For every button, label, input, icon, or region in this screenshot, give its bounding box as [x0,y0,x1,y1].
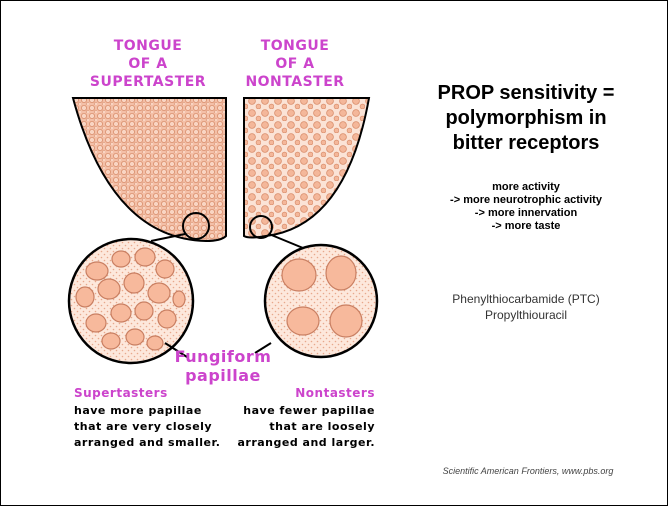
left-title-line-1: TONGUE [114,38,183,54]
nontaster-caption-line-1: have fewer papillae [243,404,375,417]
supertaster-caption-heading: Supertasters [74,386,168,400]
chemical-prop: Propylthiouracil [413,307,639,323]
right-connector-line [269,234,303,248]
supertaster-caption-line-1: have more papillae [74,404,202,417]
right-title-line-1: TONGUE [261,38,330,54]
left-title-line-2: OF A [128,56,167,72]
nontaster-magnified-papillae [265,245,377,357]
supertaster-caption-line-2: that are very closely [74,420,212,433]
activity-point-4: -> more taste [413,220,639,233]
fungiform-label-line-1: Fungiform [175,347,272,366]
supertaster-caption-line-3: arranged and smaller. [74,436,221,449]
chemical-ptc: Phenylthiocarbamide (PTC) [413,291,639,307]
supertaster-tongue [73,98,226,241]
nontaster-caption-line-2: that are loosely [269,420,375,433]
fungiform-label-line-2: papillae [185,366,261,385]
supertaster-magnified-papillae [69,239,193,363]
chemical-list: Phenylthiocarbamide (PTC) Propylthiourac… [413,291,639,323]
slide-title: PROP sensitivity = polymorphism in bitte… [413,81,639,156]
source-credit: Scientific American Frontiers, www.pbs.o… [403,466,653,476]
nontaster-caption-heading: Nontasters [295,386,375,400]
slide-title-line-1: PROP sensitivity = [413,81,639,106]
slide-title-line-2: polymorphism in [413,106,639,131]
slide-title-line-3: bitter receptors [413,131,639,156]
tongue-diagram: TONGUE OF A SUPERTASTER TONGUE OF A NONT… [1,1,421,471]
activity-point-2: -> more neurotrophic activity [413,194,639,207]
nontaster-caption-line-3: arranged and larger. [237,436,375,449]
activity-point-1: more activity [413,181,639,194]
right-title-line-2: OF A [275,56,314,72]
right-title-line-3: NONTASTER [245,74,344,90]
activity-points: more activity -> more neurotrophic activ… [413,181,639,233]
left-title-line-3: SUPERTASTER [90,74,206,90]
activity-point-3: -> more innervation [413,207,639,220]
